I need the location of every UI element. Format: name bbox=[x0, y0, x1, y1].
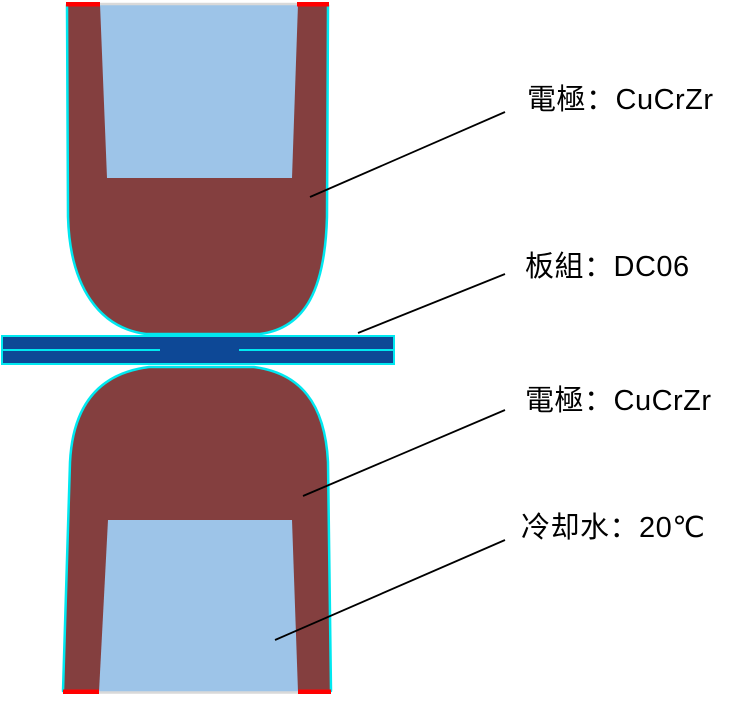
leader-line-upper-electrode bbox=[309, 111, 506, 198]
lower-fixed-boundary-left bbox=[63, 689, 99, 694]
leader-line-cooling-water bbox=[274, 539, 506, 641]
lower-cooling-channel bbox=[99, 520, 298, 692]
label-cooling-water: 冷却水：20℃ bbox=[521, 512, 706, 544]
upper-cooling-channel bbox=[100, 4, 298, 178]
label-upper-electrode: 電極：CuCrZr bbox=[527, 84, 714, 116]
leader-line-sheet-stack bbox=[357, 273, 506, 334]
leader-line-lower-electrode bbox=[302, 409, 506, 497]
upper-fixed-boundary-right bbox=[297, 2, 329, 7]
weld-nugget-region bbox=[160, 343, 239, 357]
lower-fixed-boundary-right bbox=[298, 689, 331, 694]
label-lower-electrode: 電極：CuCrZr bbox=[525, 385, 712, 417]
label-sheet-stack: 板組：DC06 bbox=[525, 251, 690, 283]
upper-fixed-boundary-left bbox=[66, 2, 100, 7]
